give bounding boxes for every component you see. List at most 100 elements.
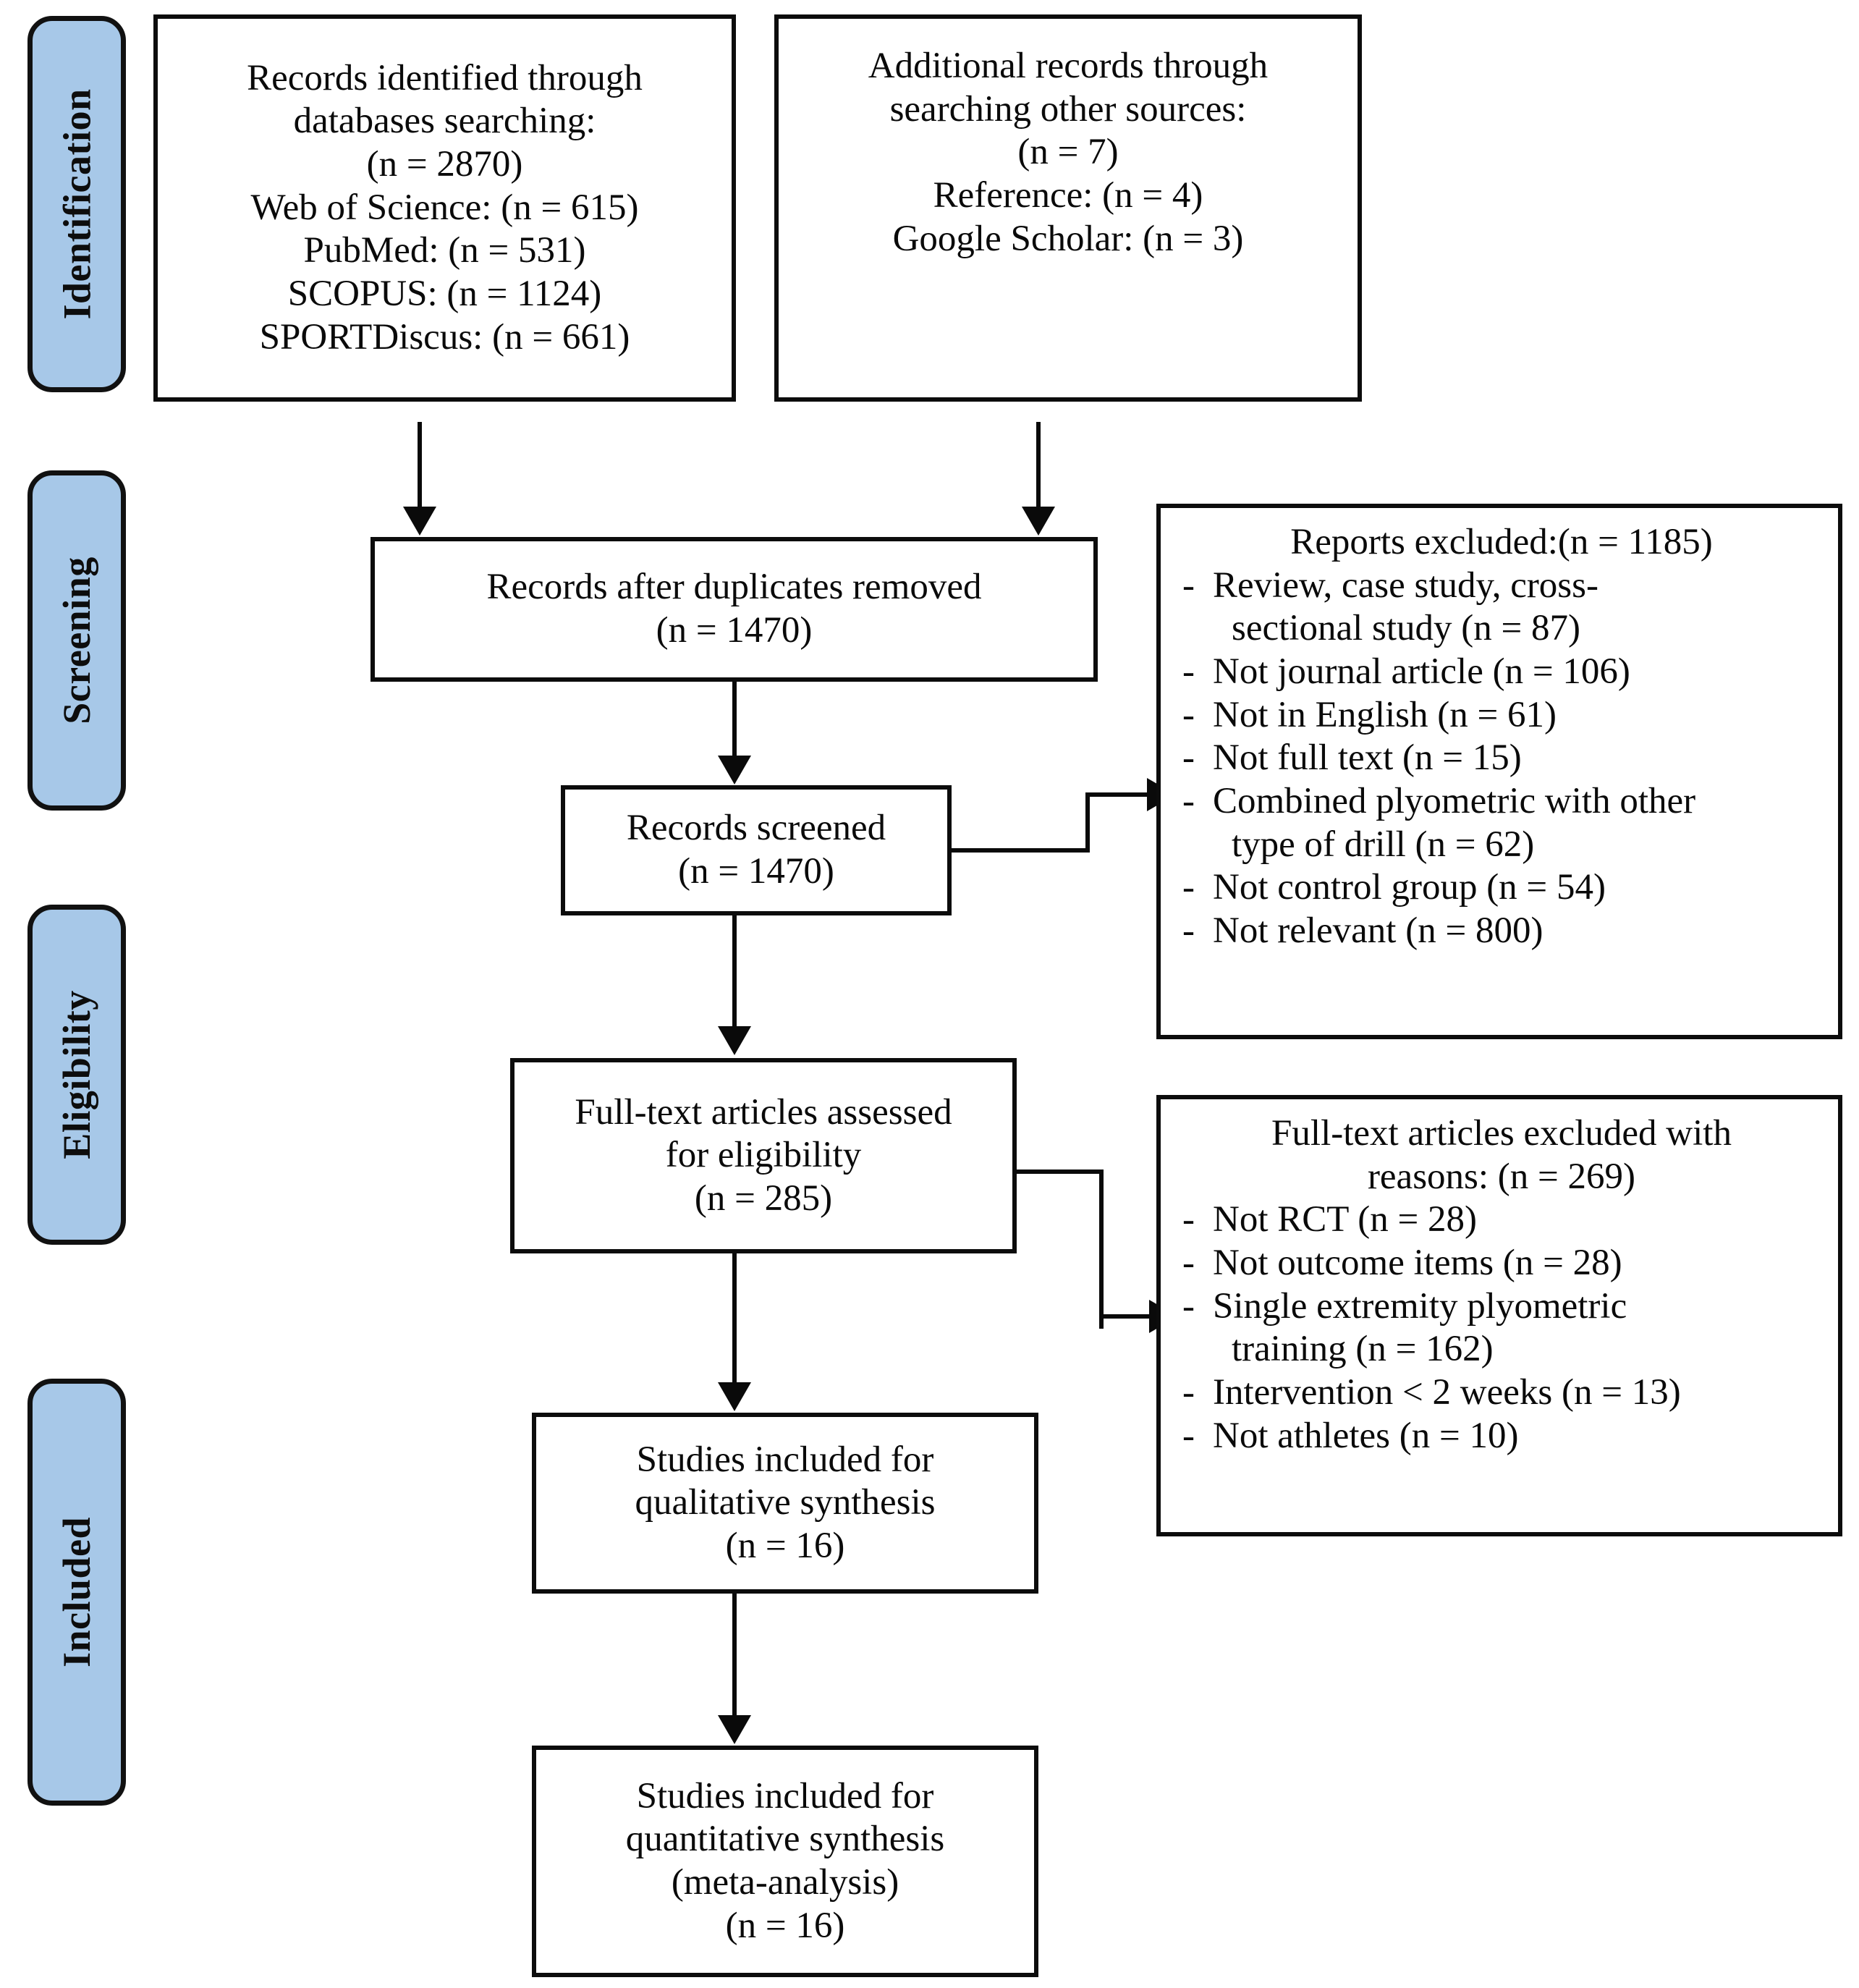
list-item-text: Not in English (n = 61)	[1213, 694, 1557, 735]
box-records-identified-databases: Records identified through databases sea…	[153, 14, 736, 402]
list-item: - Not outcome items (n = 28)	[1180, 1242, 1824, 1285]
stage-identification: Identification	[27, 16, 126, 392]
stage-eligibility: Eligibility	[27, 905, 126, 1245]
connector-duplicates-to-screened	[732, 682, 737, 758]
bullet-dash: -	[1182, 651, 1195, 692]
box-line: (n = 7)	[1017, 132, 1119, 173]
connector-screened-to-excluded-seg1	[950, 848, 1090, 853]
box-fulltext-excluded: Full-text articles excluded with reasons…	[1156, 1095, 1842, 1536]
box-studies-quantitative-synthesis: Studies included for quantitative synthe…	[532, 1746, 1038, 1977]
box-line: (meta-analysis)	[671, 1862, 899, 1903]
list-item-text: training (n = 162)	[1232, 1329, 1494, 1370]
box-records-after-duplicates-removed: Records after duplicates removed (n = 14…	[370, 537, 1098, 682]
list-item: - Not control group (n = 54)	[1180, 866, 1824, 910]
box-line: (n = 16)	[725, 1525, 845, 1566]
box-line: qualitative synthesis	[635, 1482, 936, 1523]
list-item: - Not full text (n = 15)	[1180, 737, 1824, 780]
list-item: - Not RCT (n = 28)	[1180, 1198, 1824, 1242]
list-item-text: Not full text (n = 15)	[1213, 737, 1522, 779]
box-line: SPORTDiscus: (n = 661)	[259, 316, 630, 358]
stage-included: Included	[27, 1379, 126, 1806]
stage-identification-label: Identification	[55, 88, 99, 320]
arrowhead-qualitative-to-quantitative	[718, 1715, 751, 1744]
list-item-text: Combined plyometric with other	[1213, 780, 1696, 821]
reports-excluded-header: Reports excluded:(n = 1185)	[1290, 522, 1713, 562]
list-item: - Not athletes (n = 10)	[1180, 1415, 1824, 1458]
arrowhead-screened-to-fulltext	[718, 1026, 751, 1055]
box-studies-qualitative-synthesis: Studies included for qualitative synthes…	[532, 1413, 1038, 1594]
bullet-dash: -	[1182, 1242, 1195, 1283]
box-line: Google Scholar: (n = 3)	[892, 218, 1244, 259]
fulltext-excluded-header-line: Full-text articles excluded with	[1271, 1113, 1732, 1154]
bullet-dash: -	[1182, 737, 1195, 779]
box-line: Reference: (n = 4)	[933, 174, 1203, 216]
connector-screened-to-fulltext	[732, 915, 737, 1028]
box-line: Records identified through	[247, 57, 643, 98]
box-line: (n = 1470)	[656, 610, 813, 651]
box-fulltext-assessed: Full-text articles assessed for eligibil…	[510, 1058, 1017, 1253]
box-line: Records screened	[626, 808, 886, 849]
list-item-text: type of drill (n = 62)	[1232, 824, 1535, 865]
box-line: SCOPUS: (n = 1124)	[287, 273, 602, 314]
box-line: searching other sources:	[889, 88, 1247, 130]
list-item-text: sectional study (n = 87)	[1232, 608, 1581, 649]
box-line: Additional records through	[868, 46, 1269, 86]
list-item-cont: sectional study (n = 87)	[1180, 607, 1824, 651]
bullet-dash: -	[1182, 910, 1195, 951]
connector-fulltext-to-excluded-seg1	[1015, 1169, 1104, 1174]
reports-excluded-list: - Review, case study, cross- sectional s…	[1180, 564, 1824, 953]
list-item-text: Not journal article (n = 106)	[1213, 651, 1630, 692]
box-line: (n = 1470)	[678, 851, 834, 892]
connector-other-sources-to-duplicates	[1036, 422, 1041, 509]
box-line: Studies included for	[636, 1439, 934, 1480]
box-line: quantitative synthesis	[625, 1819, 945, 1860]
list-item-text: Review, case study, cross-	[1213, 564, 1598, 606]
connector-fulltext-to-excluded-seg3	[1099, 1314, 1164, 1319]
arrowhead-fulltext-to-qualitative	[718, 1382, 751, 1411]
list-item-text: Intervention < 2 weeks (n = 13)	[1213, 1371, 1681, 1413]
list-item-text: Not outcome items (n = 28)	[1213, 1242, 1622, 1283]
connector-screened-to-excluded-seg3	[1085, 792, 1158, 797]
bullet-dash: -	[1182, 1285, 1195, 1327]
bullet-dash: -	[1182, 1415, 1195, 1456]
arrowhead-databases-to-duplicates	[403, 507, 436, 536]
box-line: (n = 2870)	[366, 144, 523, 185]
arrowhead-other-sources-to-duplicates	[1022, 507, 1055, 536]
box-line: Studies included for	[636, 1775, 934, 1816]
box-line: (n = 285)	[694, 1177, 833, 1219]
connector-fulltext-to-qualitative	[732, 1253, 737, 1384]
bullet-dash: -	[1182, 694, 1195, 735]
box-additional-records-other-sources: Additional records through searching oth…	[774, 14, 1362, 402]
list-item: - Not journal article (n = 106)	[1180, 651, 1824, 694]
stage-included-label: Included	[55, 1516, 98, 1668]
box-records-screened: Records screened (n = 1470)	[561, 785, 952, 915]
box-line: Web of Science: (n = 615)	[250, 187, 639, 228]
arrowhead-duplicates-to-screened	[718, 756, 751, 784]
stage-screening-label: Screening	[55, 557, 98, 724]
connector-databases-to-duplicates	[418, 422, 422, 509]
box-line: Full-text articles assessed	[575, 1091, 952, 1133]
box-line: (n = 16)	[725, 1905, 845, 1946]
bullet-dash: -	[1182, 867, 1195, 908]
connector-screened-to-excluded-seg2	[1085, 792, 1090, 850]
bullet-dash: -	[1182, 1371, 1195, 1413]
list-item: - Intervention < 2 weeks (n = 13)	[1180, 1371, 1824, 1415]
list-item-cont: training (n = 162)	[1180, 1328, 1824, 1371]
box-line: PubMed: (n = 531)	[303, 230, 586, 271]
list-item: - Review, case study, cross-	[1180, 564, 1824, 608]
box-reports-excluded: Reports excluded:(n = 1185) - Review, ca…	[1156, 504, 1842, 1039]
list-item-text: Not control group (n = 54)	[1213, 867, 1606, 908]
list-item-text: Not athletes (n = 10)	[1213, 1415, 1519, 1456]
list-item-cont: type of drill (n = 62)	[1180, 824, 1824, 867]
list-item: - Combined plyometric with other	[1180, 780, 1824, 824]
fulltext-excluded-list: - Not RCT (n = 28) - Not outcome items (…	[1180, 1198, 1824, 1458]
list-item-text: Not relevant (n = 800)	[1213, 910, 1543, 951]
bullet-dash: -	[1182, 1199, 1195, 1240]
box-line: for eligibility	[665, 1135, 862, 1176]
list-item: - Not in English (n = 61)	[1180, 694, 1824, 737]
stage-eligibility-label: Eligibility	[55, 990, 98, 1159]
connector-qualitative-to-quantitative	[732, 1594, 737, 1717]
bullet-dash: -	[1182, 780, 1195, 821]
list-item: - Single extremity plyometric	[1180, 1285, 1824, 1329]
